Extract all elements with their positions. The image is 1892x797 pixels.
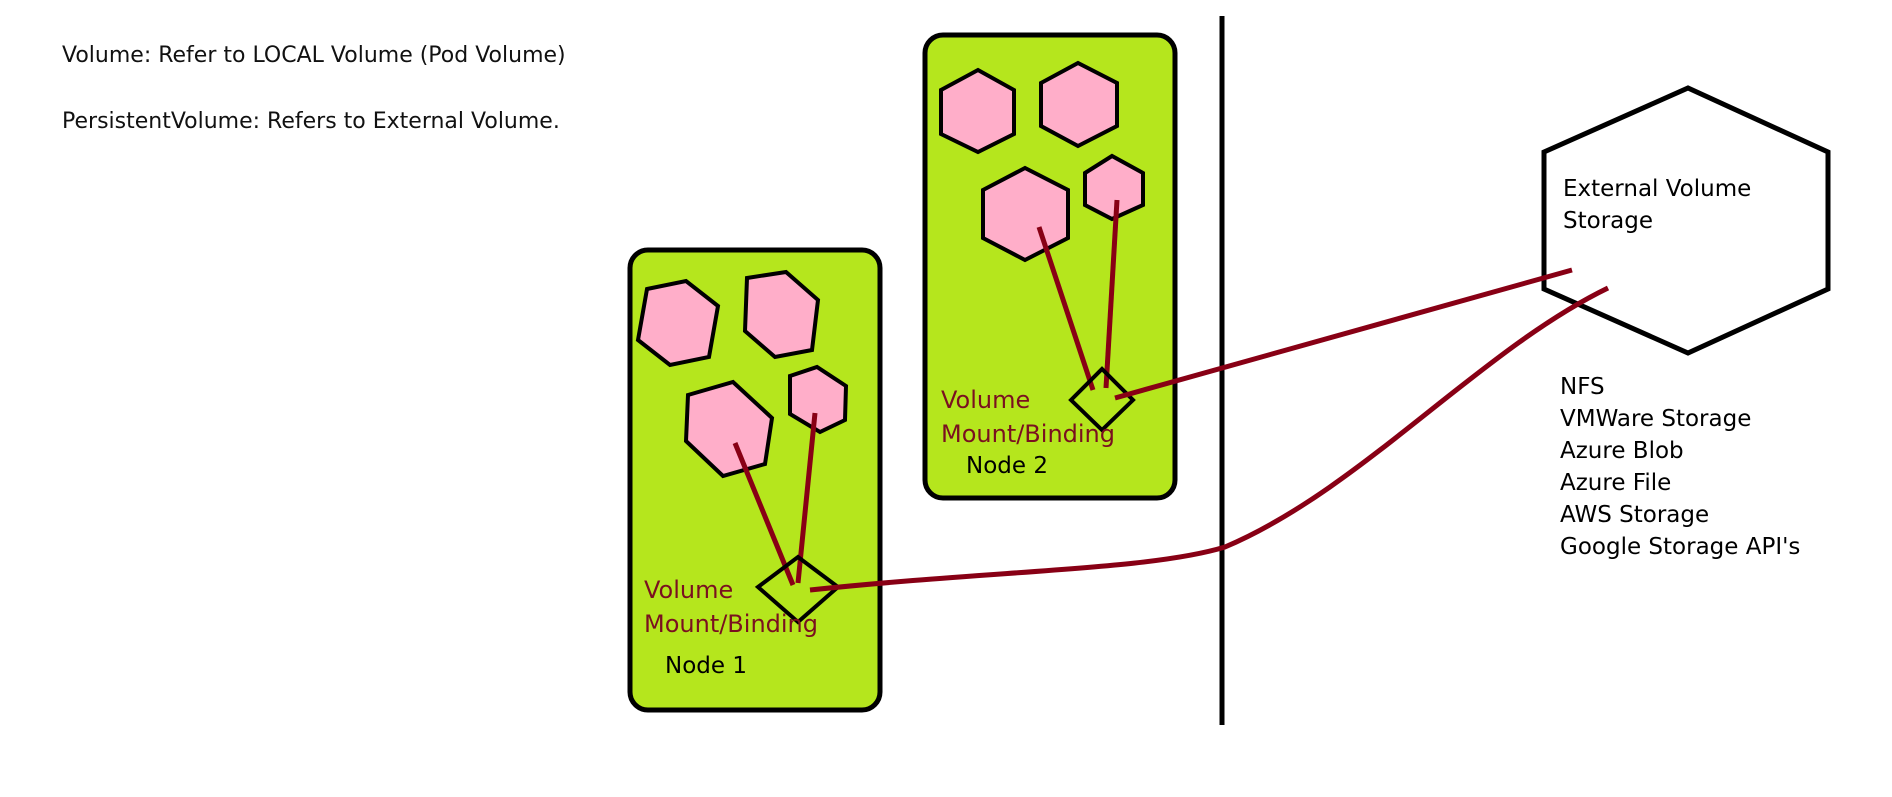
persistent-volume-definition: PersistentVolume: Refers to External Vol… — [62, 109, 560, 134]
pod-link-line — [795, 412, 818, 584]
storage-provider-item: Google Storage API's — [1560, 534, 1801, 560]
mount-point-diamond — [1068, 366, 1136, 433]
pod-hexagon — [1083, 153, 1145, 222]
node-2-storage-link — [1114, 267, 1573, 401]
storage-provider-item: Azure File — [1560, 470, 1672, 496]
external-storage-label: External Volume Storage — [1563, 176, 1752, 234]
pod-hexagon — [635, 278, 721, 368]
node-2-label: Node 2 — [966, 453, 1048, 479]
volume-definition: Volume: Refer to LOCAL Volume (Pod Volum… — [62, 43, 566, 68]
node-2-mount-label: Volume Mount/Binding — [941, 386, 1115, 448]
storage-provider-item: AWS Storage — [1560, 502, 1710, 528]
pod-hexagon — [981, 165, 1070, 263]
storage-provider-item: Azure Blob — [1560, 438, 1684, 464]
external-storage-hexagon — [1541, 85, 1831, 356]
node-1-label: Node 1 — [665, 653, 747, 679]
pod-hexagon — [788, 364, 849, 435]
pod-hexagon — [939, 67, 1016, 155]
storage-provider-item: VMWare Storage — [1560, 406, 1752, 432]
pod-link-line — [732, 442, 796, 586]
pod-link-line — [1103, 199, 1120, 389]
storage-provider-list: NFS VMWare Storage Azure Blob Azure File… — [1560, 371, 1800, 563]
node-1 — [627, 247, 883, 713]
node-1-mount-label: Volume Mount/Binding — [644, 576, 818, 638]
storage-provider-item: NFS — [1560, 374, 1605, 400]
pod-hexagon — [1039, 60, 1119, 149]
node-2 — [922, 32, 1178, 501]
pod-link-line — [1036, 226, 1096, 391]
pod-hexagon — [683, 379, 775, 479]
pod-hexagon — [742, 269, 821, 360]
node-1-storage-link — [809, 285, 1610, 593]
